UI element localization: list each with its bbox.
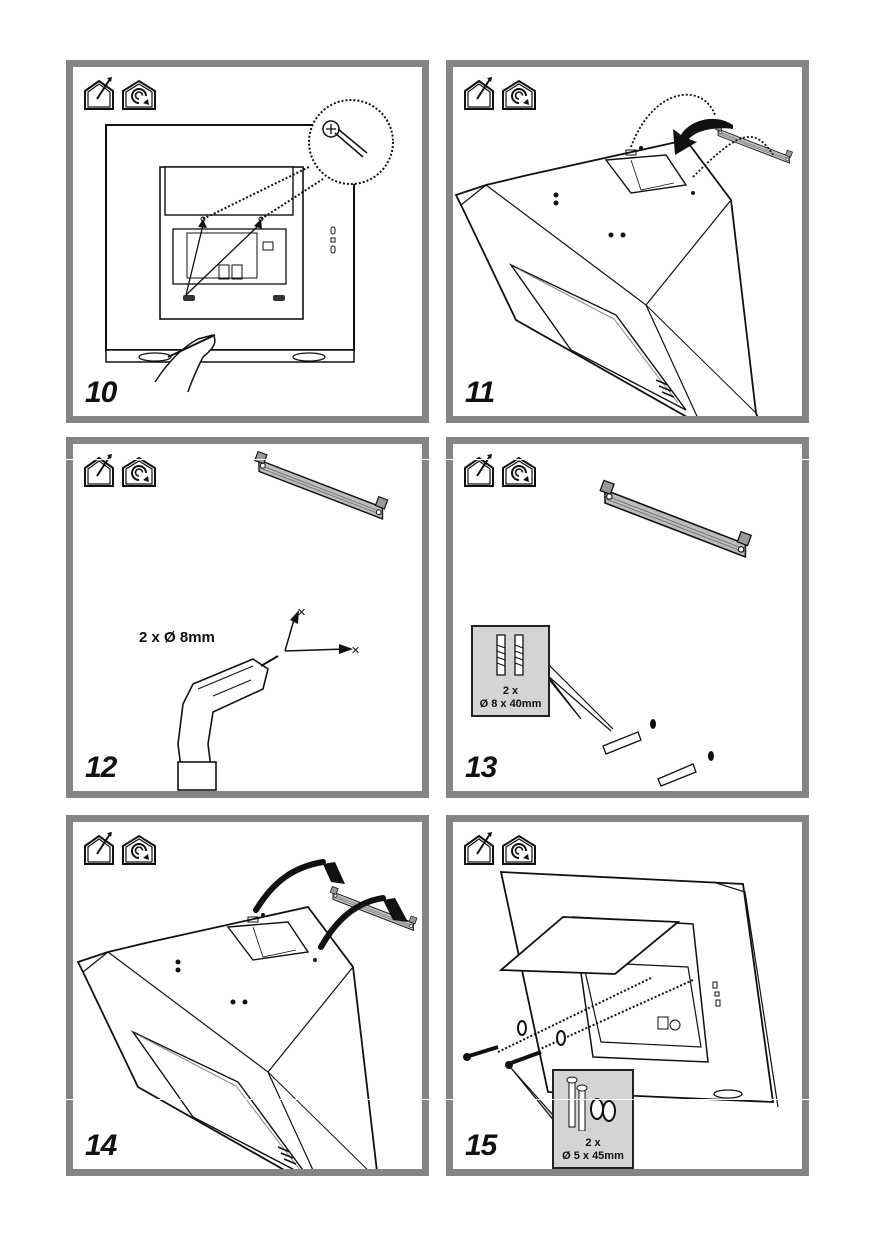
washer-icon — [517, 1020, 527, 1036]
washer-icon — [556, 1030, 566, 1046]
scan-seam — [0, 1099, 875, 1100]
wall-bracket — [599, 479, 753, 558]
hood-bracket-removal-illustration — [455, 93, 793, 416]
direction-arrow — [318, 895, 386, 950]
direction-arrow — [253, 859, 326, 913]
hood-front-marking-illustration — [105, 99, 394, 393]
step-number: 14 — [85, 1129, 117, 1162]
drill-size-label: 2 x Ø 8mm — [139, 629, 215, 646]
step-number: 10 — [85, 376, 117, 409]
step-10-panel: 10 — [66, 60, 429, 423]
wall-plug-illustration — [494, 479, 753, 787]
wall-bracket — [329, 886, 418, 931]
parts-callout-screws: 2 x Ø 5 x 45mm — [552, 1069, 634, 1169]
step-11-panel: 11 — [446, 60, 809, 423]
screw-and-washer-icon — [566, 1076, 616, 1132]
drilling-illustration: ✕ ✕ — [177, 450, 389, 791]
step-13-panel: 2 x Ø 8 x 40mm 13 — [446, 437, 809, 798]
wall-bracket — [715, 123, 793, 164]
scan-seam — [0, 459, 875, 460]
wall-plug — [657, 751, 714, 787]
direction-arrow — [673, 118, 733, 155]
step-number: 12 — [85, 751, 117, 784]
wall-bracket — [254, 450, 389, 520]
quantity: 2 x — [585, 1137, 601, 1149]
wall-plug — [602, 719, 656, 755]
screw-icon — [463, 1045, 499, 1061]
dimensions: Ø 8 x 40mm — [479, 698, 542, 710]
step-12-panel: ✕ ✕ 2 x Ø 8mm 12 — [66, 437, 429, 798]
step-15-panel: 2 x Ø 5 x 45mm 15 — [446, 815, 809, 1176]
parts-callout-wall-plugs: 2 x Ø 8 x 40mm — [471, 625, 550, 717]
hood-hanging-illustration — [77, 859, 418, 1169]
step-number: 11 — [465, 376, 495, 409]
drill-icon — [177, 655, 279, 791]
dimensions: Ø 5 x 45mm — [562, 1150, 624, 1162]
step-number: 13 — [465, 751, 497, 784]
svg-text:✕: ✕ — [297, 607, 306, 619]
svg-text:✕: ✕ — [351, 645, 360, 657]
quantity: 2 x — [502, 685, 519, 697]
screw-icon — [505, 1050, 542, 1069]
wall-plug-icon — [495, 634, 524, 676]
step-number: 15 — [465, 1129, 497, 1162]
step-14-panel: 14 — [66, 815, 429, 1176]
